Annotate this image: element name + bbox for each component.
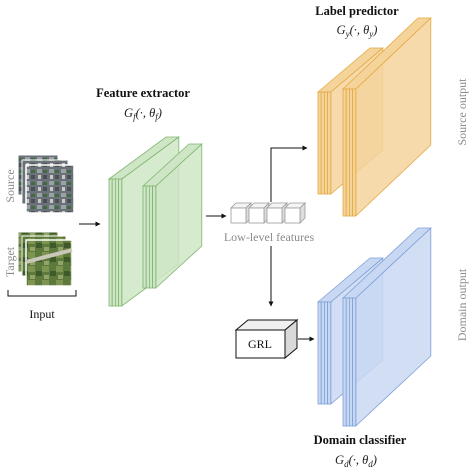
domain-classifier-title: Domain classifier (314, 433, 407, 447)
low-level-features-cubes (230, 202, 306, 224)
label-predictor-formula: Gy(·, θy) (337, 23, 378, 39)
source-image-stack (17, 154, 75, 214)
domain-output-label: Domain output (455, 268, 469, 341)
target-label: Target (3, 246, 17, 277)
feature-cube (230, 202, 252, 224)
target-image-stack (17, 231, 73, 287)
feature-cube (284, 202, 306, 224)
feature-slab-1 (107, 136, 181, 307)
grl-block (234, 318, 299, 360)
feature-cube (266, 202, 288, 224)
source-label: Source (3, 169, 17, 202)
label-slab-2 (341, 17, 432, 217)
label-predictor-title: Label predictor (315, 4, 399, 18)
domain-classifier-formula: Gd(·, θd) (335, 453, 377, 469)
domain-classifier-block (316, 227, 432, 427)
feature-slab-2 (141, 143, 203, 289)
feature-extractor-formula: Gf(·, θf) (124, 106, 162, 122)
label-predictor-block (316, 17, 432, 217)
arrow-to-label-predictor (270, 145, 308, 202)
feature-extractor-block (107, 136, 203, 307)
feature-extractor-title: Feature extractor (96, 86, 190, 100)
grl-label: GRL (248, 337, 272, 351)
source-output-label: Source output (455, 78, 469, 146)
domain-slab-2 (341, 227, 432, 427)
input-bracket (7, 290, 77, 297)
input-label: Input (29, 307, 55, 321)
low-level-features-label: Low-level features (224, 230, 315, 244)
feature-cube (248, 202, 270, 224)
